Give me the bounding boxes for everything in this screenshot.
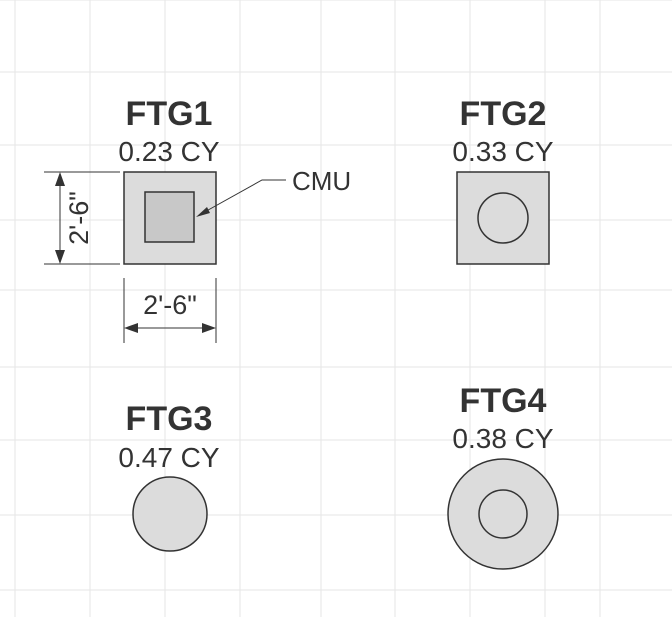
cmu-callout-label: CMU — [292, 166, 351, 196]
footing-ftg3[interactable]: FTG3 0.47 CY — [118, 400, 220, 552]
cmu-block — [144, 191, 195, 243]
dimension-horizontal: 2'-6" — [123, 278, 217, 343]
callout-arrow-icon — [196, 207, 210, 217]
footing-ftg1-volume: 0.23 CY — [118, 136, 219, 167]
footing-ftg2[interactable]: FTG2 0.33 CY — [452, 95, 554, 265]
footing-ftg4-inner-circle — [478, 489, 528, 539]
footing-ftg1[interactable]: FTG1 0.23 CY — [118, 95, 220, 265]
dimension-arrow-left-icon — [124, 323, 138, 333]
footing-ftg2-outline — [456, 171, 550, 265]
footing-ftg4[interactable]: FTG4 0.38 CY — [447, 382, 559, 570]
cmu-callout: CMU — [196, 166, 351, 217]
footing-ftg4-outline — [447, 458, 559, 570]
dimension-arrow-down-icon — [55, 250, 65, 264]
dimension-horizontal-label: 2'-6" — [143, 290, 197, 320]
footing-ftg3-name: FTG3 — [126, 400, 213, 438]
footing-ftg4-name: FTG4 — [460, 382, 547, 420]
dimension-arrow-right-icon — [202, 323, 216, 333]
dimension-arrow-up-icon — [55, 172, 65, 186]
footing-ftg2-volume: 0.33 CY — [452, 136, 553, 167]
footing-ftg2-inner-circle — [477, 192, 529, 244]
footing-ftg2-name: FTG2 — [460, 95, 547, 133]
footing-ftg4-volume: 0.38 CY — [452, 423, 553, 454]
dimension-vertical: 2'-6" — [44, 171, 120, 265]
footing-ftg3-volume: 0.47 CY — [118, 442, 219, 473]
footing-ftg1-name: FTG1 — [126, 95, 213, 133]
footing-ftg3-outline — [132, 476, 208, 552]
dimension-vertical-label: 2'-6" — [64, 191, 94, 245]
